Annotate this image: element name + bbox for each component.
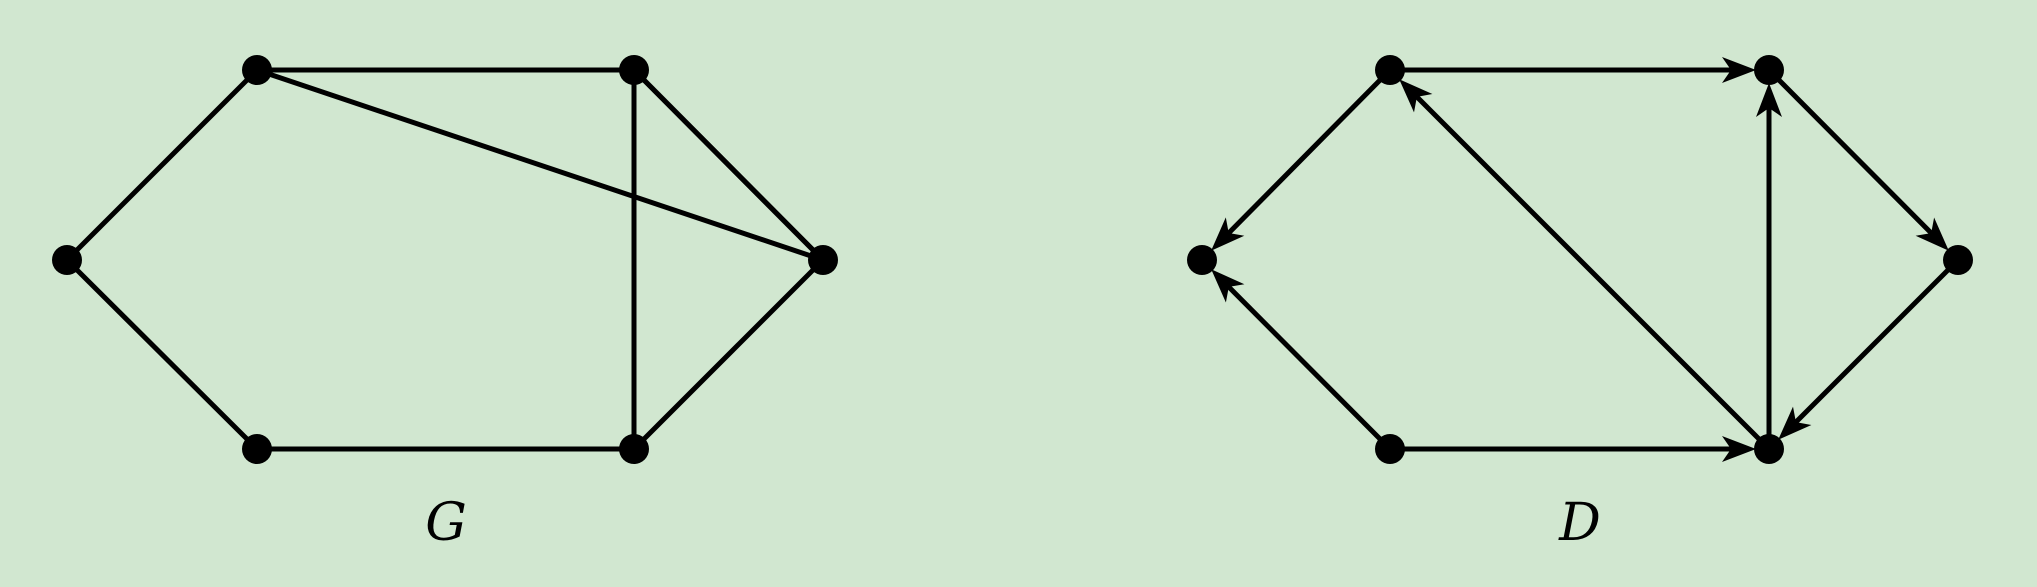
graph-d-edges — [1211, 57, 1960, 462]
graph-g-edges — [65, 67, 825, 452]
graph-d-arrowhead-u3-u1 — [1211, 269, 1245, 303]
graph-d-arrowhead-u2-u1 — [1211, 217, 1245, 251]
graph-g-edge-v6-v4 — [632, 68, 825, 262]
graph-d-arrowhead-u3-u5 — [1722, 436, 1756, 462]
graph-d: D — [1187, 55, 1973, 553]
graph-d-label: D — [1558, 493, 1601, 553]
graph-g-vertex-v5 — [619, 434, 649, 464]
graph-d-arrowhead-u4-u6 — [1915, 217, 1949, 251]
graph-d-vertex-u1 — [1187, 245, 1217, 275]
graph-d-edge-u2-u1 — [1226, 68, 1392, 236]
graph-d-edge-u3-u1 — [1226, 284, 1392, 451]
graph-d-vertex-u3 — [1375, 434, 1405, 464]
graph-d-vertices — [1187, 55, 1973, 464]
graph-g-edge-v1-v3 — [65, 258, 259, 451]
graph-d-vertex-u4 — [1754, 55, 1784, 85]
graph-g-edge-v2-v6 — [256, 67, 824, 263]
graph-g-vertex-v3 — [242, 434, 272, 464]
graph-g-edge-v1-v2 — [65, 68, 259, 262]
graph-g-vertex-v6 — [808, 245, 838, 275]
graph-g-edge-v5-v6 — [632, 258, 825, 451]
graph-d-edge-u4-u6 — [1767, 68, 1934, 236]
graph-d-vertex-u2 — [1375, 55, 1405, 85]
graph-d-arrowhead-u5-u2 — [1399, 79, 1433, 113]
graph-d-arrowhead-u2-u4 — [1722, 57, 1756, 83]
graph-g-label: G — [425, 493, 467, 553]
graph-g-vertex-v4 — [619, 55, 649, 85]
graph-d-arrowhead-u5-u4 — [1756, 83, 1782, 117]
graph-g-vertex-v1 — [52, 245, 82, 275]
graph-d-edge-u5-u2 — [1414, 94, 1771, 451]
graph-g: G — [52, 55, 838, 553]
graph-d-arrowhead-u6-u5 — [1778, 406, 1812, 440]
graph-d-vertex-u5 — [1754, 434, 1784, 464]
graph-g-vertices — [52, 55, 838, 464]
graph-g-vertex-v2 — [242, 55, 272, 85]
graph-d-vertex-u6 — [1943, 245, 1973, 275]
graph-d-edge-u6-u5 — [1793, 258, 1960, 425]
